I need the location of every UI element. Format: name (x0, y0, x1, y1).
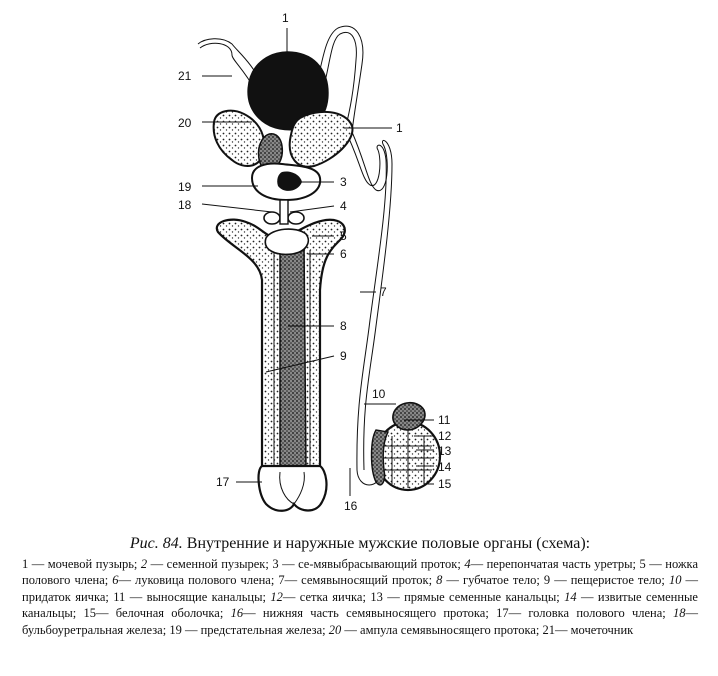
legend-description: — придаток яичка; (22, 573, 698, 604)
legend-number: 12 (270, 589, 283, 604)
legend-description: — предстательная железа; (181, 622, 329, 637)
vas-deferens-right (319, 32, 357, 131)
label-12: 12 (438, 429, 452, 443)
legend-description: — выносящие канальцы; (125, 589, 271, 604)
legend-description: — губчатое тело; (442, 573, 544, 588)
label-6: 6 (340, 247, 347, 261)
legend-description: — мочевой пузырь; (28, 557, 141, 571)
legend-number: 20 (328, 622, 342, 637)
label-11: 11 (438, 413, 451, 427)
label-4: 4 (340, 199, 347, 213)
corpus-spongiosum (279, 236, 307, 471)
glans-inner (279, 471, 305, 505)
legend-number: 3 (272, 557, 279, 571)
legend-description: — луковица полового члена; (118, 573, 279, 588)
legend-number: 10 (668, 573, 682, 588)
legend-description: — се-мявыбрасывающий проток; (278, 557, 465, 571)
legend-number: 6 (112, 573, 119, 588)
legend-number: 14 (564, 589, 577, 604)
testis-network (382, 430, 434, 488)
legend-number: 19 (169, 622, 182, 637)
membranous-urethra (279, 199, 289, 225)
legend-description: — нижняя часть семявыносящего протока; (243, 606, 497, 621)
bladder (247, 51, 329, 131)
legend-number: 5 (639, 557, 646, 571)
prostate-inner (277, 171, 302, 191)
legend-number: 21 (542, 622, 556, 637)
caption-title: Рис. 84. Внутренние и наружные мужские п… (22, 535, 698, 553)
legend-number: 4 (464, 557, 471, 571)
seminal-vesicle-left (212, 109, 266, 167)
corpus-cavernosum-line (273, 250, 311, 470)
legend-description: — головка полового члена; (508, 606, 674, 621)
legend-number: 2 (140, 557, 148, 571)
glans (257, 464, 328, 512)
label-7: 7 (380, 285, 387, 299)
legend-number: 7 (278, 573, 285, 588)
label-1-right: 1 (396, 121, 403, 135)
caption-title-text: Внутренние и наружные мужские половые ор… (182, 535, 591, 552)
label-17: 17 (216, 475, 230, 489)
legend-description: — пещеристое тело; (550, 573, 669, 588)
penis-bulb (264, 228, 310, 256)
leader-lines (201, 28, 434, 496)
label-13: 13 (438, 444, 452, 458)
legend-number: 18 (673, 606, 686, 621)
vas-deferens-right-inner (312, 25, 364, 133)
caption: Рис. 84. Внутренние и наружные мужские п… (22, 535, 698, 638)
legend-description: — бульбоуретральная железа; (22, 606, 699, 637)
legend-description: — сетка яичка; (282, 589, 371, 604)
label-20: 20 (178, 116, 192, 130)
legend-description: — мочеточник (555, 622, 634, 637)
anatomy-diagram: 1 21 20 1 19 3 18 4 5 6 7 8 9 10 11 12 1… (178, 11, 452, 513)
label-19: 19 (178, 180, 192, 194)
legend-number: 13 (370, 589, 383, 604)
figure-number: Рис. 84. (129, 535, 183, 552)
legend-number: 16 (230, 606, 244, 621)
label-16: 16 (344, 499, 358, 513)
epididymis-body (370, 429, 390, 486)
legend-text: 1 — мочевой пузырь; 2 — семенной пузырек… (22, 556, 698, 638)
bulbourethral-gland-right (287, 211, 305, 225)
legend-description: — белочная оболочка; (96, 606, 231, 621)
label-14: 14 (438, 460, 452, 474)
ureter-left (199, 42, 259, 96)
vas-deferens-long-inner (351, 131, 393, 471)
legend-description: — прямые семенные канальцы; (382, 589, 565, 604)
legend-number: 8 (436, 573, 443, 588)
legend-description: — перепончатая часть уретры; (470, 557, 640, 571)
legend-number: 9 (543, 573, 551, 588)
legend-number: 15 (83, 606, 97, 621)
label-15: 15 (438, 477, 452, 491)
legend-description: — ампула семявыносящего протока; (341, 622, 543, 637)
label-21: 21 (178, 69, 192, 83)
legend-description: — семявыносящий проток; (284, 573, 437, 588)
legend-number: 17 (496, 606, 509, 621)
legend-description: — извитые семенные канальцы; (22, 589, 698, 621)
epididymis-head (392, 401, 426, 431)
legend-description: — семенной пузырек; (147, 557, 273, 571)
label-5: 5 (340, 229, 347, 243)
seminal-vesicle-right (288, 110, 354, 168)
label-3: 3 (340, 175, 347, 189)
label-1-top: 1 (282, 11, 289, 25)
label-10: 10 (372, 387, 386, 401)
legend-description: — ножка полового члена; (22, 557, 698, 588)
label-9: 9 (340, 349, 347, 363)
label-18: 18 (178, 198, 192, 212)
label-8: 8 (340, 319, 347, 333)
legend-number: 1 (22, 557, 29, 571)
legend-number: 11 (113, 589, 126, 604)
bulbourethral-gland-left (263, 211, 281, 225)
